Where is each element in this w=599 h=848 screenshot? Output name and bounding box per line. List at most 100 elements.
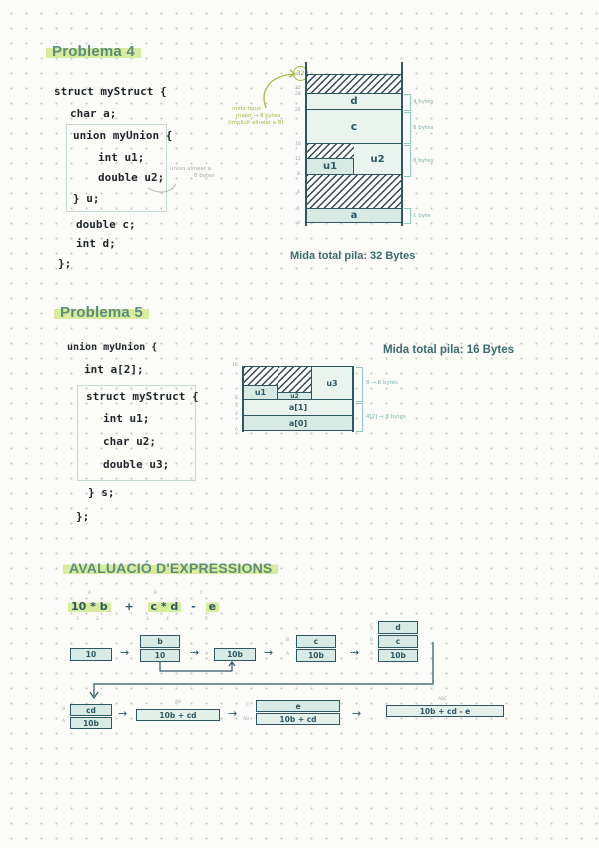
p5-code-line: char u2; (103, 435, 156, 448)
eval-label-bottom: 2 (96, 617, 99, 622)
step-side-label: A (62, 719, 66, 724)
step-side-label: AB (243, 717, 250, 722)
p4-tick: 24 (295, 108, 301, 113)
p5-tick: 0 (235, 428, 238, 433)
problema4-title: Problema 4 (46, 43, 141, 60)
p4-circle-32: 32 (293, 66, 308, 81)
arrow-icon: → (350, 646, 360, 659)
p5-tick: 8 (235, 396, 238, 401)
p4-tick: 1 (297, 207, 300, 212)
step-side-label: B (62, 707, 66, 712)
expr-op-plus: + (124, 600, 134, 613)
expr-term-2: c * d (147, 600, 182, 613)
p4-tick: 16 (295, 142, 301, 147)
p4-code-line: } u; (73, 192, 100, 205)
merge-arrow (159, 661, 236, 672)
p5-padding-u2 (278, 366, 312, 393)
p5-tick: 4 (235, 412, 238, 417)
p5-padding-u1 (244, 366, 278, 386)
p4-code-line: union myUnion { (73, 129, 173, 142)
p4-code-line: int d; (76, 237, 116, 250)
arrow-icon: → (352, 707, 362, 720)
stack-step-8-bottom: 10b + cd (256, 713, 340, 725)
stack-step-5-top: d (378, 621, 418, 634)
step-side-label: A (370, 652, 374, 657)
expr-op-minus: - (191, 600, 196, 613)
p5-field-u1: u1 (244, 386, 278, 400)
p4-stack: d c u1 u2 a (305, 62, 403, 226)
step-side-label: C (370, 624, 374, 629)
stack-step-6-top: cd (70, 704, 112, 716)
p5-code-line: struct myStruct { (86, 390, 199, 403)
p4-tick: 4 (297, 190, 300, 195)
stack-step-6-bottom: 10b (70, 717, 112, 729)
p5-brace (356, 367, 363, 402)
p4-union-box (66, 124, 167, 212)
eval-label-bottom: 1 (76, 617, 79, 622)
p4-brace (404, 112, 411, 144)
stack-step-7: 10b + cd (136, 709, 220, 721)
p5-note: 8 → 8 bytes (366, 380, 399, 386)
arrow-icon: → (190, 646, 200, 659)
p4-field-c: c (307, 110, 401, 144)
eval-expression: 10 * b + c * d - e (68, 600, 220, 613)
p4-tick: 28 (295, 92, 301, 97)
stack-step-4-bottom: 10b (296, 649, 336, 662)
p4-code-line: double u2; (98, 171, 165, 184)
stack-step-8-top: e (256, 700, 340, 712)
problema5-title: Problema 5 (54, 304, 149, 321)
p4-tick: 12 (295, 157, 301, 162)
p5-code-line: }; (76, 510, 90, 523)
p5-stack: u1 u2 u3 a[1] a[0] (242, 366, 354, 432)
p5-field-a0: a[0] (244, 416, 352, 431)
step-side-label: ABC (438, 697, 448, 702)
arrow-icon: → (118, 707, 128, 720)
p4-bytes-label: 1 byte (413, 213, 431, 219)
p4-brace (404, 145, 411, 177)
p4-field-u1: u1 (307, 159, 354, 175)
eval-title: AVALUACIÓ D'EXPRESSIONS (63, 560, 279, 576)
p4-field-a: a (307, 209, 401, 223)
eval-label-top: C (200, 591, 204, 596)
p4-field-u2: u2 (354, 144, 401, 175)
p5-code-line: int a[2]; (84, 363, 144, 376)
step-side-label: C (246, 703, 250, 708)
p4-code-line: double c; (76, 218, 136, 231)
stack-step-5-bottom: 10b (378, 649, 418, 662)
p4-bytes-label: 4 bytes (413, 99, 434, 105)
step-side-label: A (205, 652, 209, 657)
p5-note: 4[2] → 8 bytes (366, 414, 406, 420)
p4-code-line: int u1; (98, 151, 145, 164)
p5-code-line: union myUnion { (67, 342, 158, 353)
p5-field-u3: u3 (312, 366, 352, 400)
p4-brace (404, 94, 411, 111)
step-side-label: B (286, 638, 290, 643)
arrow-icon: → (264, 646, 274, 659)
p4-bytes-label: 8 bytes (413, 125, 434, 131)
eval-label-bottom: 4 (166, 617, 169, 622)
stack-step-5-mid: c (378, 635, 418, 648)
p4-mida-note: mida tipus major → 8 bytes (implicit ali… (228, 106, 284, 126)
eval-label-bottom: 5 (205, 617, 208, 622)
expr-term-3: e (205, 600, 220, 613)
eval-label-bottom: 3 (146, 617, 149, 622)
p4-padding-u1 (307, 144, 354, 159)
p4-brace (404, 208, 411, 224)
arrow-icon: → (120, 646, 130, 659)
step-side-label: AB (175, 700, 182, 705)
p5-code-line: double u3; (103, 458, 170, 471)
p4-field-d: d (307, 94, 401, 110)
p5-code-line: int u1; (103, 412, 150, 425)
p4-tick: 8 (297, 172, 300, 177)
p5-tick: 16 (232, 363, 238, 368)
stack-step-3: 10b (214, 648, 256, 661)
step-side-label: B (370, 638, 374, 643)
p4-tick: 32 (295, 86, 301, 91)
eval-label-top: B (154, 591, 158, 596)
p5-brace (356, 403, 363, 432)
arrow-icon: → (228, 707, 238, 720)
p5-struct-box (77, 385, 196, 481)
eval-label-top: A (88, 591, 92, 596)
p4-tick: 0 (297, 221, 300, 226)
